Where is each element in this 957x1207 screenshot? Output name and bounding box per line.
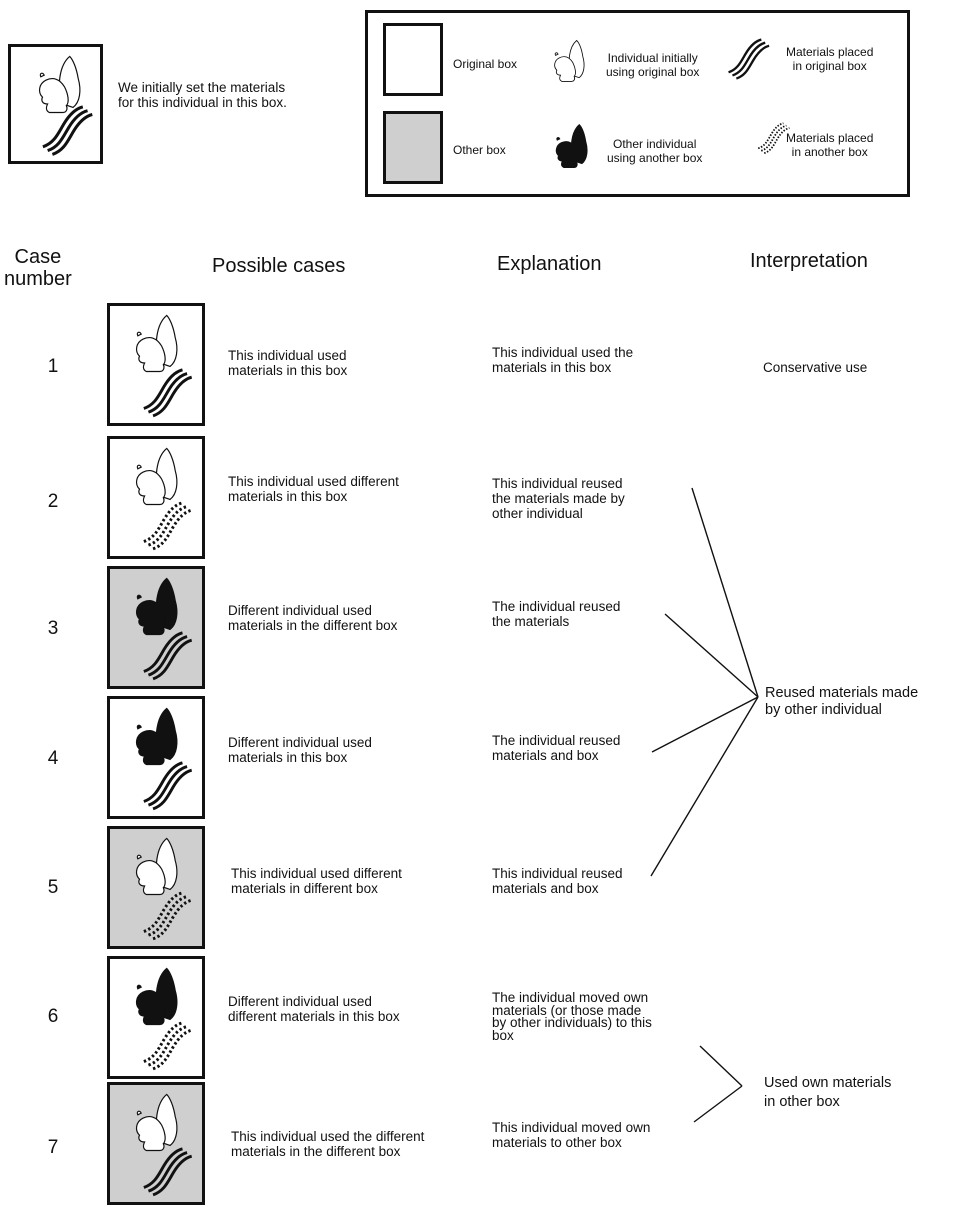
header-explanation: Explanation [497,253,602,275]
connector-case-5 [650,696,759,877]
case-box [107,696,205,819]
legend-materials-original-label: Materials placed in original box [786,45,874,73]
connector-case-6 [699,1045,743,1087]
header-interpretation: Interpretation [750,250,868,272]
header-possible-cases: Possible cases [212,255,346,277]
case-possible-text: This individual used the different mater… [231,1129,425,1159]
legend-other-box-label: Other box [453,143,506,157]
case-number: 7 [47,1137,59,1158]
legend-panel [365,10,910,197]
case-number: 1 [47,356,59,377]
legend-individual-original-label: Individual initially using original box [606,51,700,79]
interpretation-own: Used own materials in other box [764,1075,892,1110]
case-possible-text: Different individual used materials in t… [228,735,372,765]
intro-text: We initially set the materials for this … [118,80,287,110]
case-explanation-text: The individual reused materials and box [492,733,621,763]
legend-other-box-swatch [383,111,443,184]
case-box [107,566,205,689]
connector-case-2 [691,487,759,698]
case-explanation-text: This individual reused materials and box [492,866,623,896]
case-explanation-text: This individual reused the materials mad… [492,476,625,521]
case-possible-text: Different individual used different mate… [228,994,400,1024]
legend-original-box-swatch [383,23,443,96]
case-number: 6 [47,1006,59,1027]
case-explanation-text: This individual moved own materials to o… [492,1120,651,1150]
case-box [107,826,205,949]
legend-other-individual-label: Other individual using another box [607,137,703,165]
case-number: 3 [47,618,59,639]
case-possible-text: This individual used different materials… [228,474,399,504]
interpretation-conservative: Conservative use [763,360,868,375]
case-possible-text: Different individual used materials in t… [228,603,398,633]
case-possible-text: This individual used different materials… [231,866,402,896]
case-box [107,436,205,559]
connector-case-4 [651,696,759,753]
case-explanation-text: This individual used the materials in th… [492,345,634,375]
case-number: 4 [47,748,59,769]
connector-case-3 [664,613,759,698]
case-box [107,303,205,426]
header-case-number: Case number [4,246,72,290]
connector-case-7 [693,1085,743,1123]
legend-original-box-label: Original box [453,57,518,71]
legend-materials-other-label: Materials placed in another box [786,131,874,159]
case-explanation-text: The individual moved own materials (or t… [492,990,652,1043]
intro-box [8,44,103,164]
case-number: 5 [47,877,59,898]
case-box [107,1082,205,1205]
interpretation-reused: Reused materials made by other individua… [765,685,919,718]
case-explanation-text: The individual reused the materials [492,599,621,629]
case-number: 2 [47,491,59,512]
case-box [107,956,205,1079]
case-possible-text: This individual used materials in this b… [228,348,348,378]
